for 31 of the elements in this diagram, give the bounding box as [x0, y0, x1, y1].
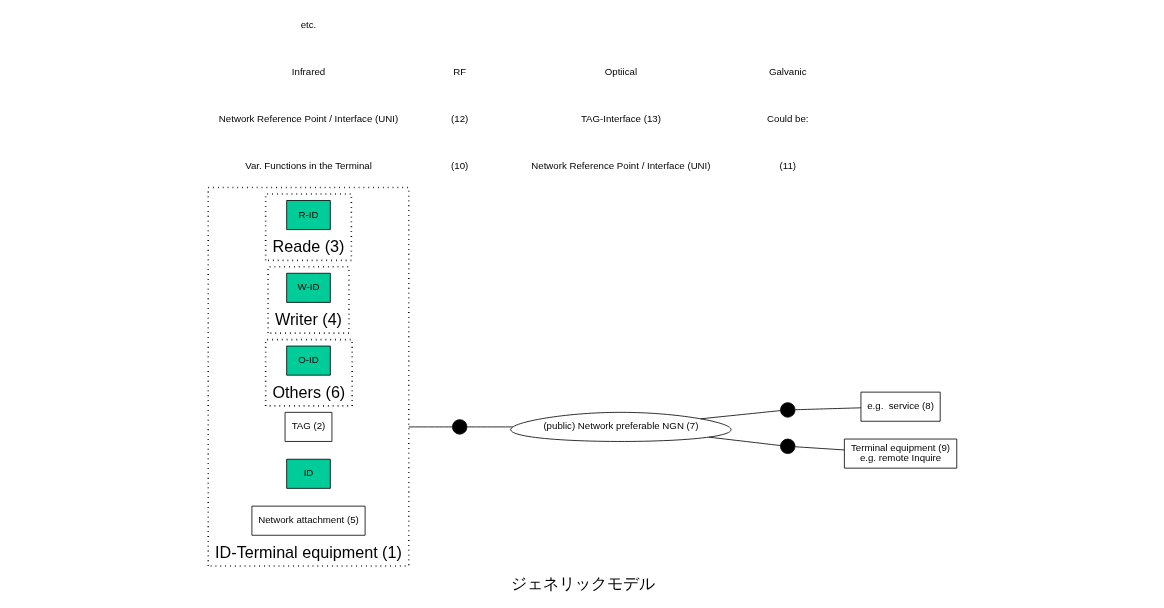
- node-circle: [779, 402, 795, 418]
- node-box: ID: [285, 458, 331, 489]
- node-box: R-ID: [285, 200, 331, 230]
- connector: [407, 426, 453, 428]
- label: Could be:: [766, 113, 809, 125]
- node-circle: [451, 419, 467, 435]
- label: Network Reference Point / Interface (UNI): [218, 113, 398, 125]
- node-box: Network attachment (5): [251, 505, 365, 536]
- label: etc.: [300, 19, 316, 31]
- label: (10): [450, 160, 468, 172]
- connector: [794, 407, 861, 411]
- label: Var. Functions in the Terminal: [244, 160, 372, 172]
- connector: [794, 446, 845, 451]
- node-box: e.g. service (8): [860, 391, 941, 422]
- label: (12): [450, 113, 468, 125]
- caption: ジェネリックモデル: [510, 573, 654, 592]
- connector: [699, 410, 781, 420]
- node-box: Terminal equipment (9) e.g. remote Inquire: [843, 438, 957, 469]
- node-circle: [779, 438, 795, 454]
- label: Infrared: [291, 66, 325, 78]
- node-box: O-ID: [285, 345, 331, 376]
- connector: [466, 426, 513, 428]
- label: (11): [779, 160, 796, 172]
- label: TAG-Interface (13): [580, 113, 661, 125]
- label: Optiical: [604, 66, 637, 78]
- node-box: TAG (2): [284, 411, 332, 442]
- connector: [708, 436, 781, 446]
- label: RF: [452, 66, 466, 78]
- label: Network Reference Point / Interface (UNI): [530, 160, 711, 172]
- node-box: W-ID: [285, 272, 331, 303]
- label: Galvanic: [768, 66, 807, 78]
